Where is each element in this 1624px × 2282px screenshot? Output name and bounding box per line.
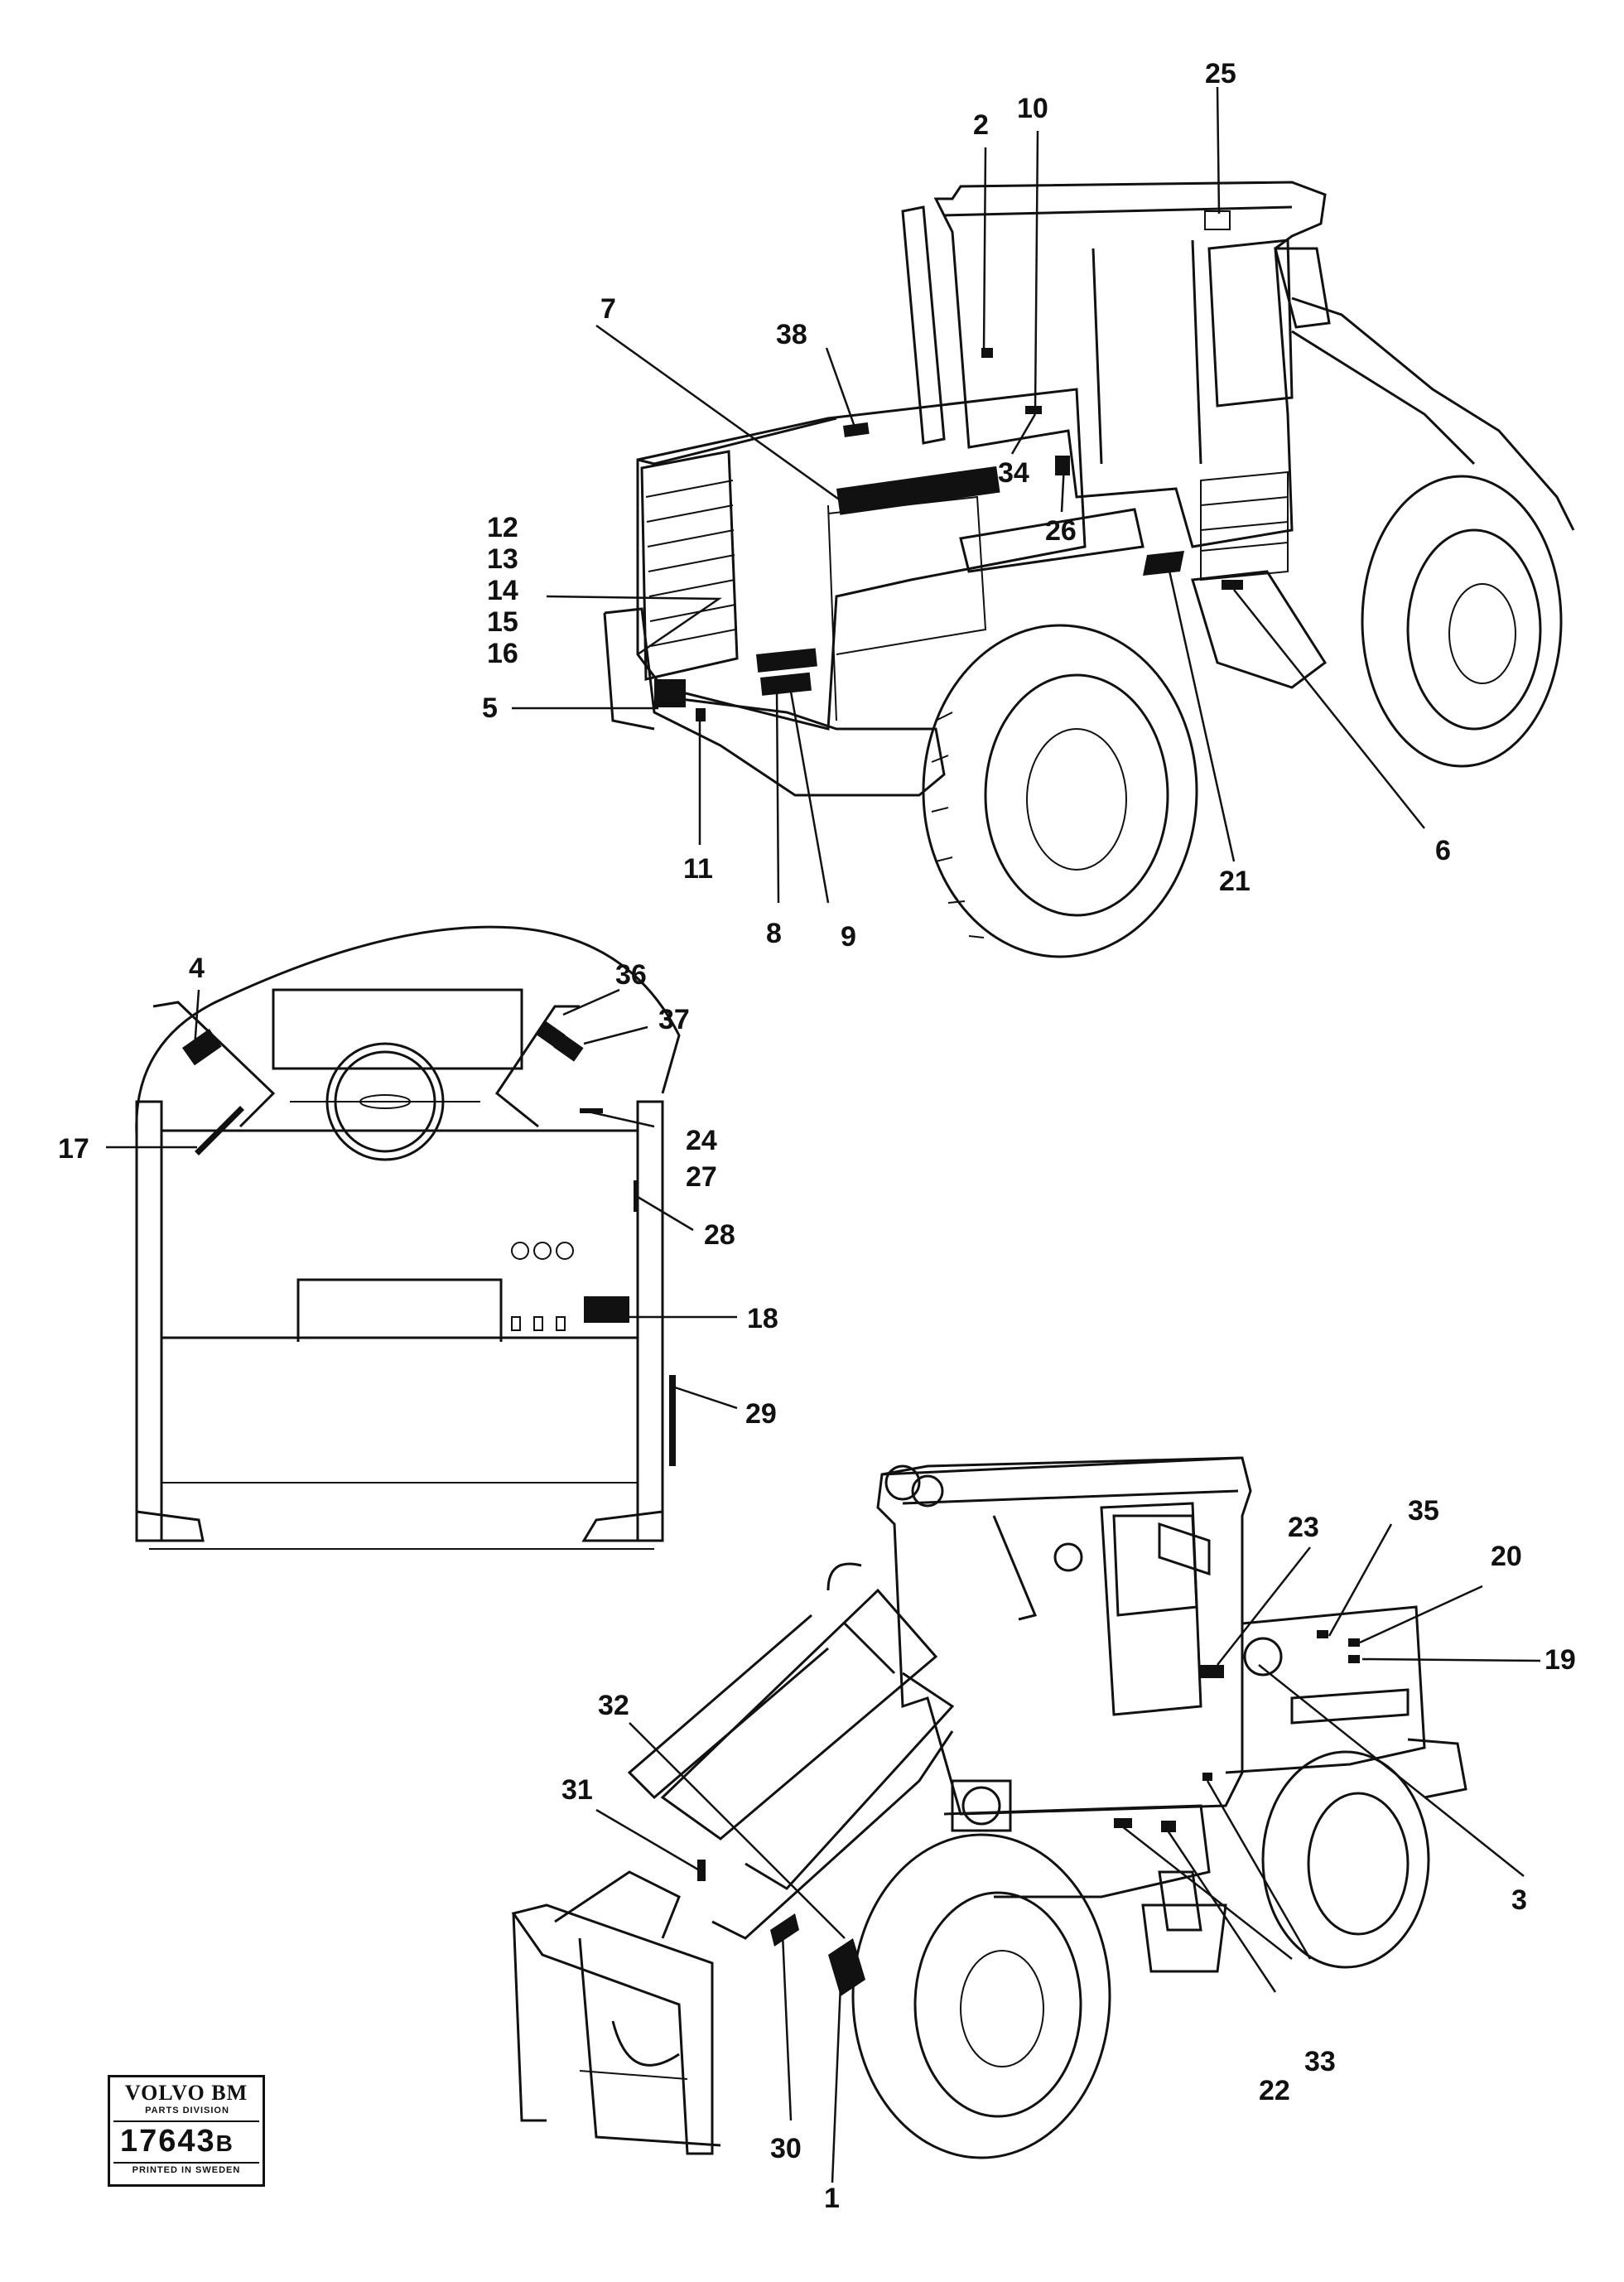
- callout-17: 17: [58, 1133, 89, 1165]
- callout-14: 14: [487, 575, 518, 606]
- leader-lines-middle: [106, 988, 738, 1410]
- cab-interior-view: [135, 925, 681, 1550]
- leader-lines-bottom: [595, 1523, 1541, 2183]
- callout-32: 32: [598, 1690, 629, 1721]
- callout-34: 34: [998, 457, 1029, 489]
- callout-36: 36: [615, 959, 647, 991]
- callout-1: 1: [824, 2183, 840, 2214]
- logo-code-row: 17643B: [113, 2120, 259, 2164]
- callout-8: 8: [766, 918, 782, 949]
- callout-28: 28: [704, 1219, 735, 1251]
- callout-24: 24: [686, 1125, 717, 1156]
- drawing-number: 17643B: [120, 2124, 234, 2159]
- leader-lines-top: [512, 86, 1425, 904]
- callout-11: 11: [683, 853, 713, 885]
- logo-printed: PRINTED IN SWEDEN: [132, 2165, 241, 2175]
- volvo-bm-stamp: VOLVO BM PARTS DIVISION 17643B PRINTED I…: [108, 2075, 265, 2187]
- callout-25: 25: [1205, 58, 1236, 89]
- logo-division: PARTS DIVISION: [145, 2106, 229, 2116]
- callout-13: 13: [487, 543, 518, 575]
- callout-9: 9: [841, 921, 856, 953]
- callout-20: 20: [1491, 1541, 1522, 1572]
- callout-18: 18: [747, 1303, 778, 1334]
- callout-30: 30: [770, 2133, 802, 2164]
- callout-4: 4: [189, 953, 205, 984]
- callout-3: 3: [1511, 1884, 1527, 1916]
- callout-7: 7: [600, 293, 616, 325]
- logo-brand: VOLVO BM: [124, 2081, 248, 2105]
- callout-22: 22: [1259, 2075, 1290, 2106]
- callout-33: 33: [1304, 2046, 1336, 2077]
- callout-10: 10: [1017, 93, 1048, 124]
- callout-6: 6: [1435, 835, 1451, 866]
- callout-38: 38: [776, 319, 807, 350]
- callout-29: 29: [745, 1398, 777, 1430]
- callout-26: 26: [1045, 515, 1077, 547]
- callout-2: 2: [973, 109, 989, 141]
- callout-23: 23: [1288, 1512, 1319, 1543]
- callout-27: 27: [686, 1161, 717, 1193]
- callout-5: 5: [482, 692, 498, 724]
- callout-19: 19: [1544, 1644, 1576, 1676]
- callout-labels: 1 2 3 4 5 6 7 8 9 10 11 12 13 14 15 16 1…: [58, 58, 1576, 2214]
- callout-16: 16: [487, 638, 518, 669]
- callout-21: 21: [1219, 866, 1251, 897]
- callout-35: 35: [1408, 1495, 1439, 1527]
- loader-rear-view: [603, 181, 1575, 958]
- callout-31: 31: [561, 1774, 593, 1806]
- callout-15: 15: [487, 606, 518, 638]
- callout-37: 37: [658, 1004, 690, 1035]
- loader-front-view: [511, 1456, 1467, 2159]
- callout-12: 12: [487, 512, 518, 543]
